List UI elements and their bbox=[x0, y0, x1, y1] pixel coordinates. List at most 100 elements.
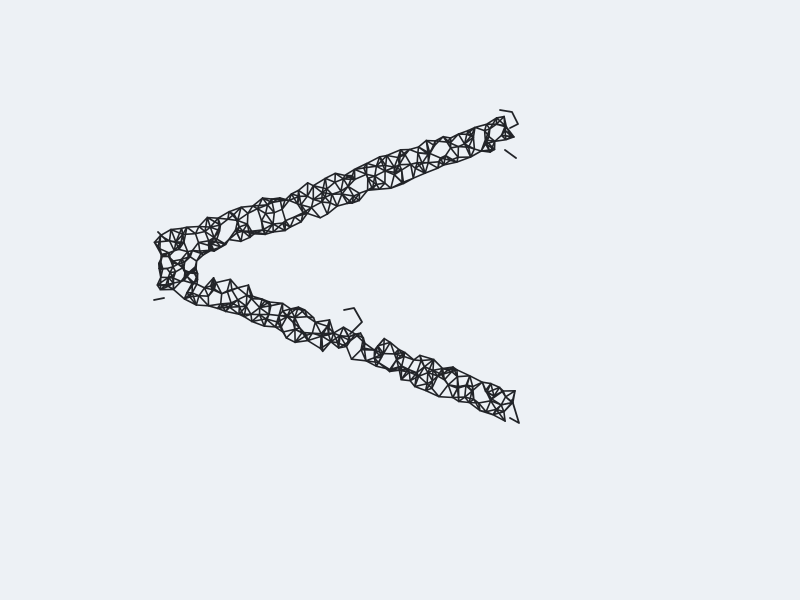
mesh-edge bbox=[442, 161, 458, 166]
mesh-edge bbox=[409, 161, 419, 166]
mesh-edge bbox=[191, 283, 198, 294]
mesh-edge bbox=[227, 210, 230, 220]
mesh-edge bbox=[489, 382, 501, 389]
mesh-edge bbox=[167, 276, 175, 284]
mesh-edge bbox=[289, 308, 306, 311]
mesh-edge bbox=[420, 358, 435, 362]
mesh-edge bbox=[175, 233, 184, 243]
mesh-edge bbox=[215, 281, 223, 295]
mesh-edge bbox=[306, 182, 315, 187]
mesh-edge bbox=[412, 359, 422, 362]
mesh-edge bbox=[463, 134, 473, 145]
mesh-edge bbox=[400, 378, 412, 382]
mesh-edge bbox=[191, 241, 200, 252]
mesh-edge bbox=[294, 334, 308, 344]
mesh-edge bbox=[424, 389, 440, 398]
mesh-edge bbox=[303, 308, 315, 319]
mesh-edge bbox=[260, 212, 267, 222]
mesh-edge bbox=[341, 193, 353, 204]
mesh-edge bbox=[281, 308, 292, 312]
mesh-edge bbox=[339, 334, 352, 342]
mesh-edge bbox=[238, 305, 247, 316]
mesh-edge bbox=[503, 401, 513, 413]
mesh-edge bbox=[183, 298, 198, 306]
mesh-edge bbox=[434, 140, 448, 143]
mesh-edge bbox=[306, 332, 314, 342]
mesh-edge bbox=[172, 260, 179, 265]
mesh-edge bbox=[314, 321, 329, 328]
mesh-edge bbox=[234, 229, 242, 243]
mesh-edge bbox=[474, 123, 488, 129]
mesh-edge bbox=[261, 298, 272, 307]
mesh-edge bbox=[311, 321, 317, 335]
mesh-edge bbox=[473, 148, 483, 152]
mesh-edge bbox=[300, 204, 309, 215]
mesh-edge bbox=[285, 328, 296, 339]
mesh-edge bbox=[297, 182, 309, 192]
mesh-edge bbox=[328, 319, 335, 334]
mesh-edge bbox=[347, 174, 354, 188]
mesh-edge bbox=[447, 375, 459, 386]
mesh-edge bbox=[156, 276, 170, 286]
mesh-edge bbox=[264, 211, 276, 215]
mesh-edge bbox=[393, 351, 406, 355]
mesh-edge bbox=[375, 164, 387, 167]
mesh-edge bbox=[417, 152, 423, 164]
mesh-edge bbox=[408, 371, 420, 378]
mesh-edge bbox=[266, 204, 276, 214]
mesh-edge bbox=[366, 162, 378, 167]
mesh-edge bbox=[272, 229, 286, 233]
mesh-edge bbox=[329, 193, 333, 204]
mesh-edge bbox=[306, 195, 315, 201]
mesh-edge bbox=[238, 223, 249, 228]
mesh-edge bbox=[169, 259, 174, 268]
mesh-edge bbox=[170, 228, 177, 243]
mesh-edge bbox=[375, 183, 381, 190]
mesh-edge bbox=[197, 241, 201, 252]
mesh-edge bbox=[297, 189, 309, 197]
mesh-edge bbox=[264, 204, 269, 215]
mesh-edge bbox=[194, 232, 200, 244]
mesh-edge bbox=[284, 226, 292, 232]
mesh-edge bbox=[477, 402, 487, 413]
mesh-edge bbox=[384, 170, 396, 176]
mesh-edge bbox=[485, 391, 492, 402]
mesh-edge bbox=[278, 314, 283, 328]
mesh-edge bbox=[170, 228, 184, 236]
mesh-edge bbox=[363, 347, 376, 351]
mesh-tip-stroke bbox=[499, 109, 519, 129]
mesh-edge bbox=[220, 289, 233, 295]
mesh-edge bbox=[198, 294, 210, 298]
mesh-edge bbox=[415, 359, 422, 374]
mesh-edge bbox=[400, 163, 412, 171]
mesh-edge bbox=[198, 225, 212, 228]
mesh-edge bbox=[312, 184, 328, 190]
mesh-edge bbox=[300, 212, 309, 223]
mesh-edge bbox=[376, 341, 392, 347]
mesh-edge bbox=[311, 332, 323, 337]
mesh-edge bbox=[417, 146, 420, 154]
mesh-edge bbox=[293, 216, 302, 223]
mesh-edge bbox=[417, 371, 429, 378]
mesh-edge bbox=[373, 170, 386, 177]
mesh-edge bbox=[258, 306, 270, 316]
mesh-edge bbox=[334, 178, 345, 183]
mesh-edge bbox=[373, 349, 383, 359]
mesh-edge bbox=[177, 263, 185, 269]
mesh-edge bbox=[472, 398, 481, 412]
mesh-edge bbox=[402, 177, 415, 185]
mesh-edge bbox=[347, 185, 361, 195]
mesh-edge bbox=[450, 370, 459, 378]
mesh-edge bbox=[400, 169, 405, 185]
mesh-edge bbox=[373, 352, 385, 359]
mesh-edge bbox=[293, 315, 309, 319]
mesh-edge bbox=[320, 335, 332, 343]
mesh-edge bbox=[438, 395, 454, 399]
mesh-edge bbox=[491, 390, 505, 400]
mesh-edge bbox=[463, 384, 467, 398]
mesh-edge bbox=[433, 135, 445, 147]
mesh-edge bbox=[263, 325, 277, 328]
mesh-edge bbox=[320, 201, 332, 204]
mesh-edge bbox=[312, 191, 324, 201]
mesh-edge bbox=[210, 242, 215, 252]
